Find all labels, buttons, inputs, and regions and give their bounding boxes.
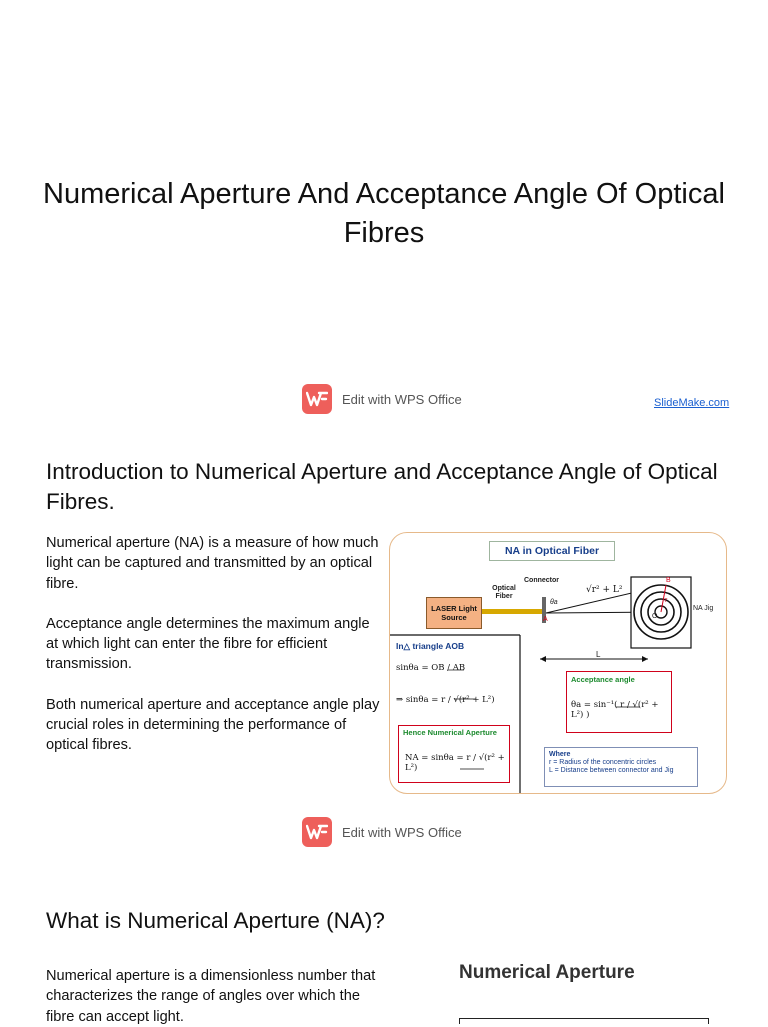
wps-edit-label: Edit with WPS Office <box>342 824 462 840</box>
point-b-label: B <box>666 577 671 584</box>
hence-na-label: Hence Numerical Aperture <box>403 728 497 737</box>
where-box: Where r = Radius of the concentric circl… <box>544 747 698 787</box>
radius-label: r <box>665 597 668 604</box>
where-r: r = Radius of the concentric circles <box>549 759 657 766</box>
na-image-frame <box>459 1018 709 1024</box>
acceptance-angle-box: Acceptance angle θa = sin⁻¹( r / √(r² + … <box>566 671 672 733</box>
wps-edit-label: Edit with WPS Office <box>342 391 462 407</box>
na-paragraph: Numerical aperture is a dimensionless nu… <box>46 968 376 1025</box>
wps-edit-link[interactable]: Edit with WPS Office <box>302 384 462 414</box>
length-label: L <box>596 650 601 659</box>
optical-fiber-label: Optical Fiber <box>492 585 516 600</box>
intro-paragraph: Acceptance angle determines the maximum … <box>46 615 370 673</box>
triangle-label: In△ triangle AOB <box>396 641 465 651</box>
intro-paragraph: Numerical aperture (NA) is a measure of … <box>46 535 379 592</box>
wps-logo-icon <box>302 384 332 414</box>
section-heading-na: What is Numerical Aperture (NA)? <box>46 908 385 933</box>
point-o-label: O <box>652 613 658 620</box>
na-equation: NA = sinθa = r / √(r² + L²) <box>405 753 505 773</box>
equation-sin: sinθa = OB / AB <box>396 663 466 673</box>
na-diagram: NA in Optical Fiber Optical Fiber Connec… <box>389 532 727 794</box>
intro-text-block: Numerical aperture (NA) is a measure of … <box>46 533 381 776</box>
wps-edit-link[interactable]: Edit with WPS Office <box>302 817 462 847</box>
laser-source-box: LASER Light Source <box>426 597 482 629</box>
diagram-lines <box>390 576 692 793</box>
section-heading-intro: Introduction to Numerical Aperture and A… <box>46 459 718 514</box>
acceptance-angle-label: Acceptance angle <box>571 675 635 684</box>
equation-sin-r: ⇒ sinθa = r / √(r² + L²) <box>396 695 495 705</box>
hypotenuse-label: √r² + L² <box>586 585 623 595</box>
where-l: L = Distance between connector and Jig <box>549 767 674 774</box>
diagram-title: NA in Optical Fiber <box>489 541 615 561</box>
na-jig-label: NA Jig <box>693 605 714 612</box>
point-a-label: A <box>543 616 548 623</box>
na-image-title: Numerical Aperture <box>459 962 635 983</box>
theta-label: θa <box>550 599 558 606</box>
acceptance-equation: θa = sin⁻¹( r / √(r² + L²) ) <box>571 700 659 720</box>
slidemake-link[interactable]: SlideMake.com <box>654 397 730 409</box>
wps-logo-icon <box>302 817 332 847</box>
connector-label: Connector <box>524 577 559 584</box>
na-result-box: Hence Numerical Aperture NA = sinθa = r … <box>398 725 510 783</box>
where-label: Where <box>549 751 571 758</box>
page-title: Numerical Aperture And Acceptance Angle … <box>43 178 725 249</box>
intro-paragraph: Both numerical aperture and acceptance a… <box>46 696 380 754</box>
